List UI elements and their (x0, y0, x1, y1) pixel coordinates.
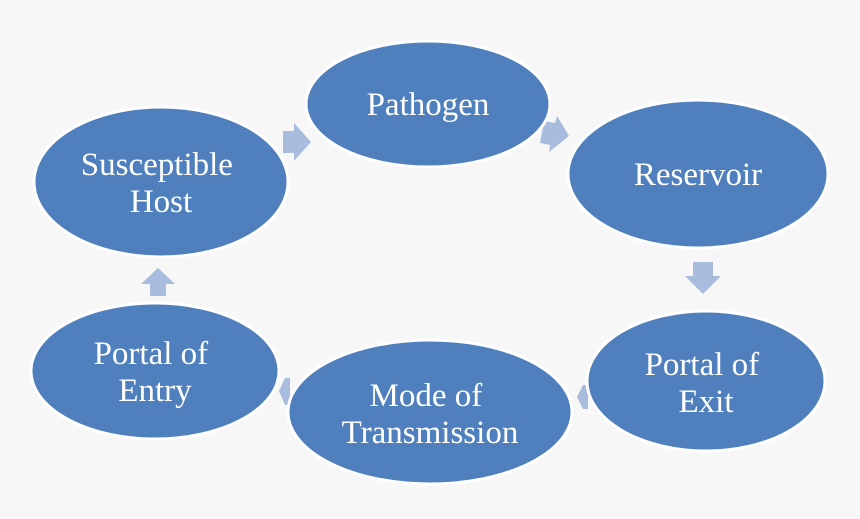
node-pathogen-label-1: Pathogen (367, 87, 490, 123)
svg-text:Portal of Exit: Portal of Exit (645, 347, 768, 420)
node-portal-of-entry-label-2: Entry (118, 373, 192, 409)
svg-text:Reservoir: Reservoir (634, 157, 762, 193)
node-mode-of-transmission-label-1: Mode of (370, 378, 483, 414)
node-portal-of-entry-label-1: Portal of (94, 336, 209, 372)
node-susceptible-host: Susceptible Host (32, 105, 290, 259)
node-mode-of-transmission-label-2: Transmission (342, 415, 519, 451)
node-pathogen: Pathogen (304, 39, 552, 169)
node-portal-of-exit: Portal of Exit (585, 309, 827, 453)
arrow-exit-to-mode (577, 385, 588, 409)
svg-text:Mode of Transmission: Mode of Transmission (342, 378, 519, 451)
svg-text:Portal of Entry: Portal of Entry (94, 336, 217, 409)
svg-text:Susceptible Host: Susceptible Host (81, 147, 241, 220)
node-mode-of-transmission: Mode of Transmission (286, 338, 574, 486)
node-portal-of-exit-label-2: Exit (679, 384, 734, 420)
node-reservoir-label-1: Reservoir (634, 157, 762, 193)
node-susceptible-host-label-2: Host (130, 184, 192, 220)
svg-text:Pathogen: Pathogen (367, 87, 490, 123)
node-portal-of-exit-label-1: Portal of (645, 347, 760, 383)
arrow-entry-to-host (141, 268, 175, 296)
node-reservoir: Reservoir (566, 98, 830, 250)
arrow-mode-to-entry (279, 378, 290, 405)
node-portal-of-entry: Portal of Entry (29, 301, 281, 441)
arrow-reservoir-to-exit (685, 262, 721, 294)
node-susceptible-host-label-1: Susceptible (81, 147, 233, 183)
arrow-pathogen-to-reservoir (540, 116, 569, 152)
arrow-host-to-pathogen (283, 123, 311, 161)
